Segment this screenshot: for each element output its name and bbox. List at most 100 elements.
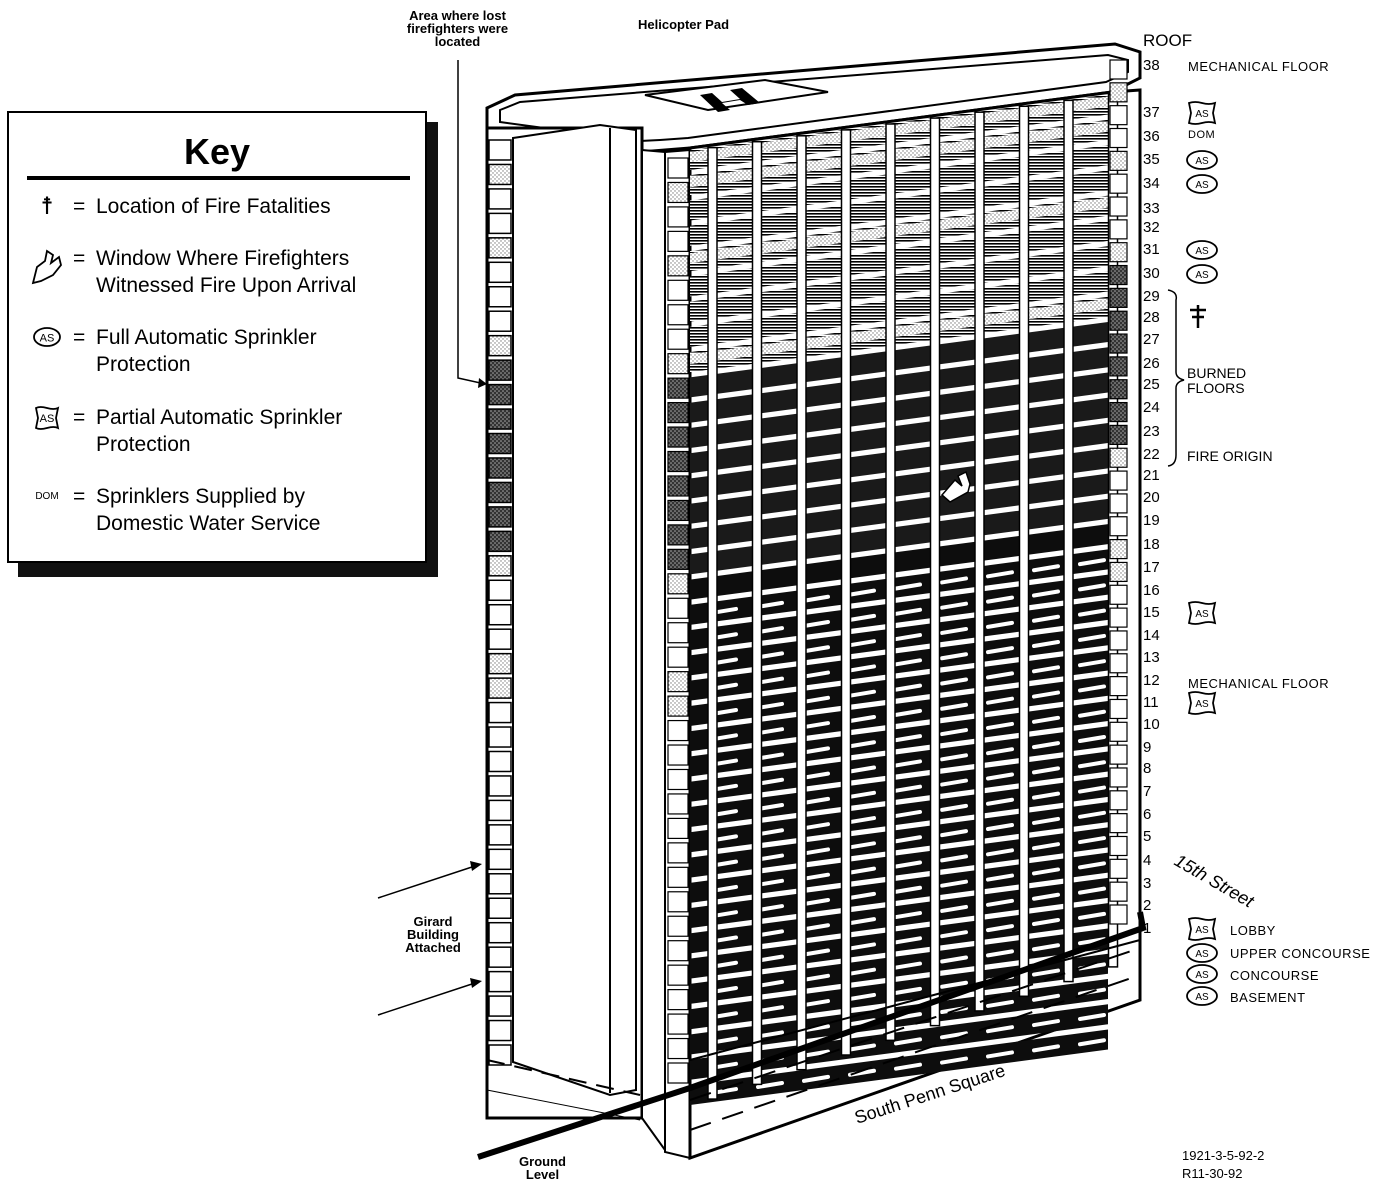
window-band-floor-28 bbox=[690, 347, 1108, 423]
window-glint bbox=[1078, 558, 1106, 567]
window-glint bbox=[802, 897, 830, 906]
ground-level-label: Ground Level bbox=[519, 1154, 566, 1182]
right-edge-floor-cells bbox=[1109, 59, 1128, 925]
window-glint bbox=[848, 664, 876, 673]
left-face bbox=[485, 123, 662, 1121]
floor-number-20: 20 bbox=[1143, 489, 1160, 506]
sprinkler-icon-text: AS bbox=[1195, 970, 1209, 981]
left-floor-cell bbox=[488, 408, 512, 430]
window-glint bbox=[986, 696, 1014, 705]
window-glint bbox=[1078, 659, 1106, 668]
floor-number-18: 18 bbox=[1143, 536, 1160, 553]
mullion bbox=[929, 117, 941, 1027]
key-item-line: Domestic Water Service bbox=[96, 512, 321, 535]
window-glint bbox=[1032, 741, 1060, 750]
window-glint bbox=[802, 771, 830, 780]
left-floor-cell bbox=[488, 530, 512, 553]
window-glint bbox=[802, 721, 830, 730]
window-glint bbox=[986, 823, 1014, 832]
full-sprinkler-icon: AS bbox=[1186, 150, 1218, 170]
window-glint bbox=[848, 639, 876, 648]
left-floor-cell bbox=[488, 457, 512, 479]
window-glint bbox=[1032, 968, 1060, 977]
window-glint bbox=[802, 645, 830, 654]
key-item-line: Sprinklers Supplied by bbox=[96, 485, 305, 508]
right-edge-floor-cell bbox=[1109, 538, 1128, 560]
window-glint bbox=[1078, 583, 1106, 592]
left-floor-cell bbox=[488, 310, 512, 332]
window-glint bbox=[1032, 892, 1060, 901]
left-floor-cell bbox=[488, 383, 512, 406]
left-face-floor-cells bbox=[488, 139, 512, 1066]
window-glint bbox=[986, 999, 1014, 1008]
floor-number-11: 11 bbox=[1143, 694, 1159, 711]
window-glint bbox=[1078, 810, 1106, 819]
corner-floor-cell-2 bbox=[667, 695, 689, 717]
svg-text:AS: AS bbox=[40, 333, 55, 345]
window-band-highlight bbox=[690, 96, 1108, 162]
window-glint bbox=[940, 904, 968, 913]
full-sprinkler-icon: AS bbox=[1186, 943, 1218, 963]
window-glint bbox=[802, 923, 830, 932]
right-edge-floor-cell bbox=[1109, 424, 1128, 446]
floor-number-19: 19 bbox=[1143, 512, 1160, 529]
left-floor-cell bbox=[488, 946, 512, 968]
sprinkler-icon-text: AS bbox=[1195, 949, 1209, 960]
dom-36-note: DOM bbox=[1188, 129, 1216, 141]
left-floor-cell bbox=[488, 1044, 512, 1066]
window-glint bbox=[894, 658, 922, 667]
window-glint bbox=[1032, 589, 1060, 598]
helicopter-pad bbox=[644, 78, 829, 112]
full-sprinkler-icon: AS bbox=[21, 324, 73, 357]
window-glint bbox=[894, 986, 922, 995]
floor-number-17: 17 bbox=[1143, 559, 1160, 576]
window-glint bbox=[1078, 911, 1106, 920]
floor-number-25: 25 bbox=[1143, 376, 1160, 393]
left-floor-cell bbox=[488, 261, 512, 284]
window-glint bbox=[940, 652, 968, 661]
floor-number-27: 27 bbox=[1143, 331, 1160, 348]
floor-number-21: 21 bbox=[1143, 467, 1160, 484]
window-glint bbox=[848, 588, 876, 597]
corner-floor-cell-2 bbox=[667, 377, 689, 399]
front-face-window-bands bbox=[690, 94, 1108, 1105]
right-edge-floor-cell bbox=[1109, 333, 1128, 354]
corner-floor-cell-2 bbox=[667, 793, 689, 815]
right-edge-floor-cell bbox=[1109, 401, 1128, 423]
helicopter-pad-label: Helicopter Pad bbox=[638, 17, 730, 32]
fire-window-icon bbox=[21, 245, 73, 294]
left-floor-cell bbox=[488, 481, 512, 504]
window-glint bbox=[848, 1018, 876, 1027]
window-glint bbox=[940, 702, 968, 711]
corner-floor-cell-2 bbox=[667, 964, 689, 986]
corner-floor-cell-2 bbox=[667, 622, 689, 644]
corner-floor-cell-2 bbox=[667, 719, 689, 742]
left-floor-cell bbox=[488, 652, 512, 675]
right-edge-floor-cell bbox=[1109, 493, 1128, 514]
key-item-line: Window Where Firefighters bbox=[96, 247, 350, 270]
left-floor-cell bbox=[488, 188, 512, 210]
window-glint bbox=[940, 753, 968, 762]
window-band-floor-23 bbox=[690, 473, 1108, 550]
window-glint bbox=[986, 595, 1014, 604]
key-title: Key bbox=[183, 131, 251, 172]
window-glint bbox=[1078, 709, 1106, 718]
right-edge-floor-cell bbox=[1109, 242, 1128, 263]
window-glint bbox=[848, 891, 876, 900]
left-floor-cell bbox=[488, 1019, 512, 1042]
window-band-floor-26 bbox=[690, 397, 1108, 474]
window-band-highlight bbox=[690, 197, 1108, 264]
window-glint bbox=[940, 879, 968, 888]
sprinkler-icon-text: AS bbox=[1195, 925, 1209, 936]
mullion bbox=[1018, 105, 1030, 998]
window-glint bbox=[894, 809, 922, 818]
sprinkler-icon-text: AS bbox=[1195, 156, 1209, 167]
sprinkler-icon-text: AS bbox=[1195, 180, 1209, 191]
window-glint bbox=[986, 772, 1014, 781]
left-floor-cell bbox=[488, 726, 512, 748]
corner-floor-cell-2 bbox=[667, 1013, 689, 1035]
window-glint bbox=[1078, 1038, 1106, 1047]
floor-number-30: 30 bbox=[1143, 265, 1160, 282]
window-glint bbox=[894, 1012, 922, 1021]
